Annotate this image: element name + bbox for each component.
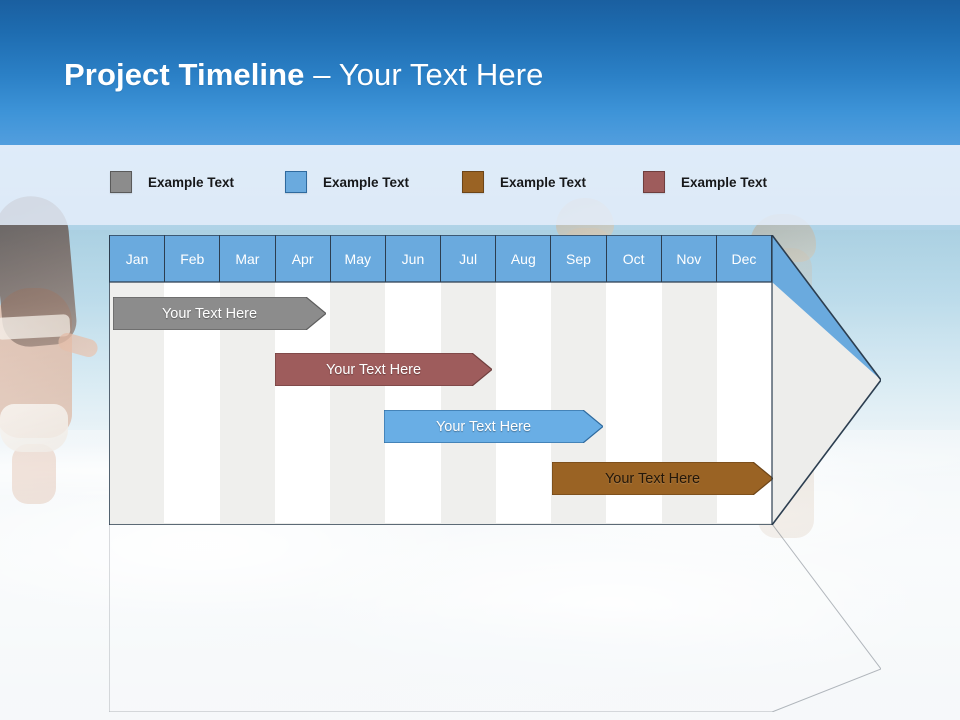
task-bar-label: Your Text Here: [604, 470, 701, 487]
chart-reflection: [109, 524, 881, 712]
month-cell-jun[interactable]: Jun: [385, 235, 442, 282]
month-cell-aug[interactable]: Aug: [496, 235, 552, 282]
month-cell-sep[interactable]: Sep: [551, 235, 607, 282]
task-bar-3[interactable]: Your Text Here: [384, 410, 603, 443]
legend-label: Example Text: [148, 174, 235, 190]
task-bar-label: Your Text Here: [325, 361, 422, 378]
task-bar-label: Your Text Here: [161, 305, 258, 322]
month-cell-dec[interactable]: Dec: [716, 235, 773, 282]
legend-swatch-icon: [462, 171, 484, 193]
title-light: – Your Text Here: [304, 57, 544, 92]
task-bar-2[interactable]: Your Text Here: [275, 353, 492, 386]
month-cell-apr[interactable]: Apr: [275, 235, 331, 282]
month-cell-may[interactable]: May: [330, 235, 386, 282]
month-cell-oct[interactable]: Oct: [606, 235, 662, 282]
title-bar: Project Timeline – Your Text Here: [0, 0, 960, 145]
legend-swatch-icon: [643, 171, 665, 193]
month-cell-jul[interactable]: Jul: [441, 235, 497, 282]
legend-swatch-icon: [110, 171, 132, 193]
month-column-may: [330, 282, 386, 523]
title-strong: Project Timeline: [64, 57, 305, 92]
legend-item-1[interactable]: Example Text: [110, 171, 234, 193]
month-cell-jan[interactable]: Jan: [109, 235, 166, 282]
legend-item-3[interactable]: Example Text: [462, 171, 586, 193]
month-column-jun: [385, 282, 441, 523]
legend-item-4[interactable]: Example Text: [643, 171, 767, 193]
month-cell-nov[interactable]: Nov: [661, 235, 717, 282]
legend-item-2[interactable]: Example Text: [285, 171, 409, 193]
legend-label: Example Text: [500, 174, 587, 190]
legend-label: Example Text: [681, 174, 768, 190]
task-bar-4[interactable]: Your Text Here: [552, 462, 773, 495]
month-cell-mar[interactable]: Mar: [220, 235, 276, 282]
task-bar-1[interactable]: Your Text Here: [113, 297, 326, 330]
legend-swatch-icon: [285, 171, 307, 193]
month-column-aug: [495, 282, 551, 523]
month-cell-feb[interactable]: Feb: [165, 235, 221, 282]
task-bar-label: Your Text Here: [435, 418, 532, 435]
legend-label: Example Text: [323, 174, 410, 190]
page-title: Project Timeline – Your Text Here: [64, 57, 960, 93]
month-column-jul: [440, 282, 496, 523]
